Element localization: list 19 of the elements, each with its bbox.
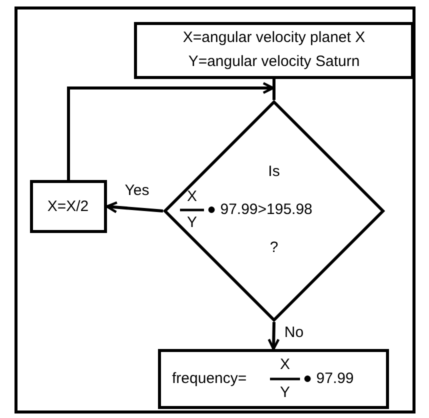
connector-line	[272, 79, 276, 100]
process-box	[134, 22, 414, 79]
denominator: Y	[280, 384, 290, 402]
definition-text: Y=angular velocity Saturn	[188, 53, 360, 71]
decision-diamond	[163, 100, 385, 322]
numerator: X	[280, 356, 290, 374]
arrow	[106, 201, 164, 214]
definition-text: X=angular velocity planet X	[182, 29, 366, 47]
formula-text: frequency=	[172, 370, 247, 388]
question-mark: ?	[270, 239, 278, 257]
process-box	[30, 180, 107, 233]
formula-text: ● 97.99	[303, 370, 354, 388]
denominator: Y	[187, 214, 197, 232]
arrow	[67, 82, 274, 180]
numerator: X	[187, 188, 197, 206]
assignment-text: X=X/2	[47, 198, 89, 216]
condition-text: Is	[268, 163, 280, 181]
process-box	[158, 349, 389, 409]
condition-text: ● 97.99>195.98	[207, 201, 312, 219]
